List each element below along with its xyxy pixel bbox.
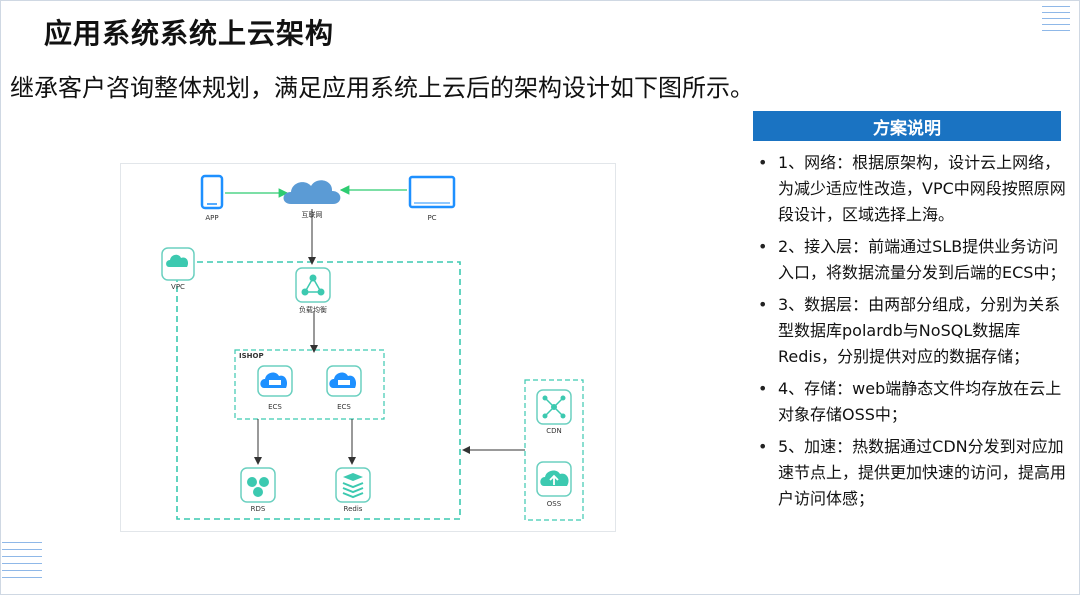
load-balancer-icon <box>295 267 331 303</box>
architecture-diagram: APP 互联网 PC VPC 负载均衡 ISHOP ECS ECS RDS Re… <box>120 163 616 532</box>
list-item: 5、加速：热数据通过CDN分发到对应加速节点上，提供更加快速的访问，提高用户访问… <box>752 434 1067 512</box>
ishop-group-boundary <box>234 349 385 420</box>
database-icon <box>240 467 276 503</box>
cdn-oss-group-boundary <box>524 379 584 521</box>
redis-icon <box>335 467 371 503</box>
vpc-boundary <box>176 261 461 520</box>
vpc-label: VPC <box>171 283 185 291</box>
corner-decoration-top-right <box>1042 6 1070 40</box>
ecs-icon <box>326 365 362 397</box>
ecs-label-2: ECS <box>337 403 351 411</box>
page-subtitle: 继承客户咨询整体规划，满足应用系统上云后的架构设计如下图所示。 <box>10 74 754 102</box>
slb-label: 负载均衡 <box>299 306 327 314</box>
list-item: 4、存储：web端静态文件均存放在云上对象存储OSS中； <box>752 376 1067 428</box>
cdn-label: CDN <box>546 427 562 435</box>
list-item: 3、数据层：由两部分组成，分别为关系型数据库polardb与NoSQL数据库Re… <box>752 292 1067 370</box>
diagram-canvas <box>161 174 584 521</box>
ecs-label-1: ECS <box>268 403 282 411</box>
panel-bullet-list: 1、网络：根据原架构，设计云上网络，为减少适应性改造，VPC中网段按照原网段设计… <box>752 150 1067 518</box>
app-label: APP <box>205 214 219 222</box>
internet-label: 互联网 <box>301 211 323 219</box>
monitor-icon <box>408 175 456 209</box>
redis-label: Redis <box>343 505 363 513</box>
list-item: 1、网络：根据原架构，设计云上网络，为减少适应性改造，VPC中网段按照原网段设计… <box>752 150 1067 228</box>
oss-label: OSS <box>546 500 562 508</box>
oss-icon <box>536 461 572 497</box>
cdn-icon <box>536 389 572 425</box>
rds-label: RDS <box>250 505 266 513</box>
page-title: 应用系统系统上云架构 <box>44 17 335 50</box>
list-item: 2、接入层：前端通过SLB提供业务访问入口，将数据流量分发到后端的ECS中； <box>752 234 1067 286</box>
corner-decoration-bottom-left <box>2 542 42 592</box>
panel-heading: 方案说明 <box>753 111 1061 141</box>
ishop-group-label: ISHOP <box>239 352 264 360</box>
pc-label: PC <box>427 214 437 222</box>
cloud-icon <box>283 180 341 204</box>
ecs-icon <box>257 365 293 397</box>
vpc-icon <box>161 247 195 281</box>
phone-icon <box>200 174 224 210</box>
